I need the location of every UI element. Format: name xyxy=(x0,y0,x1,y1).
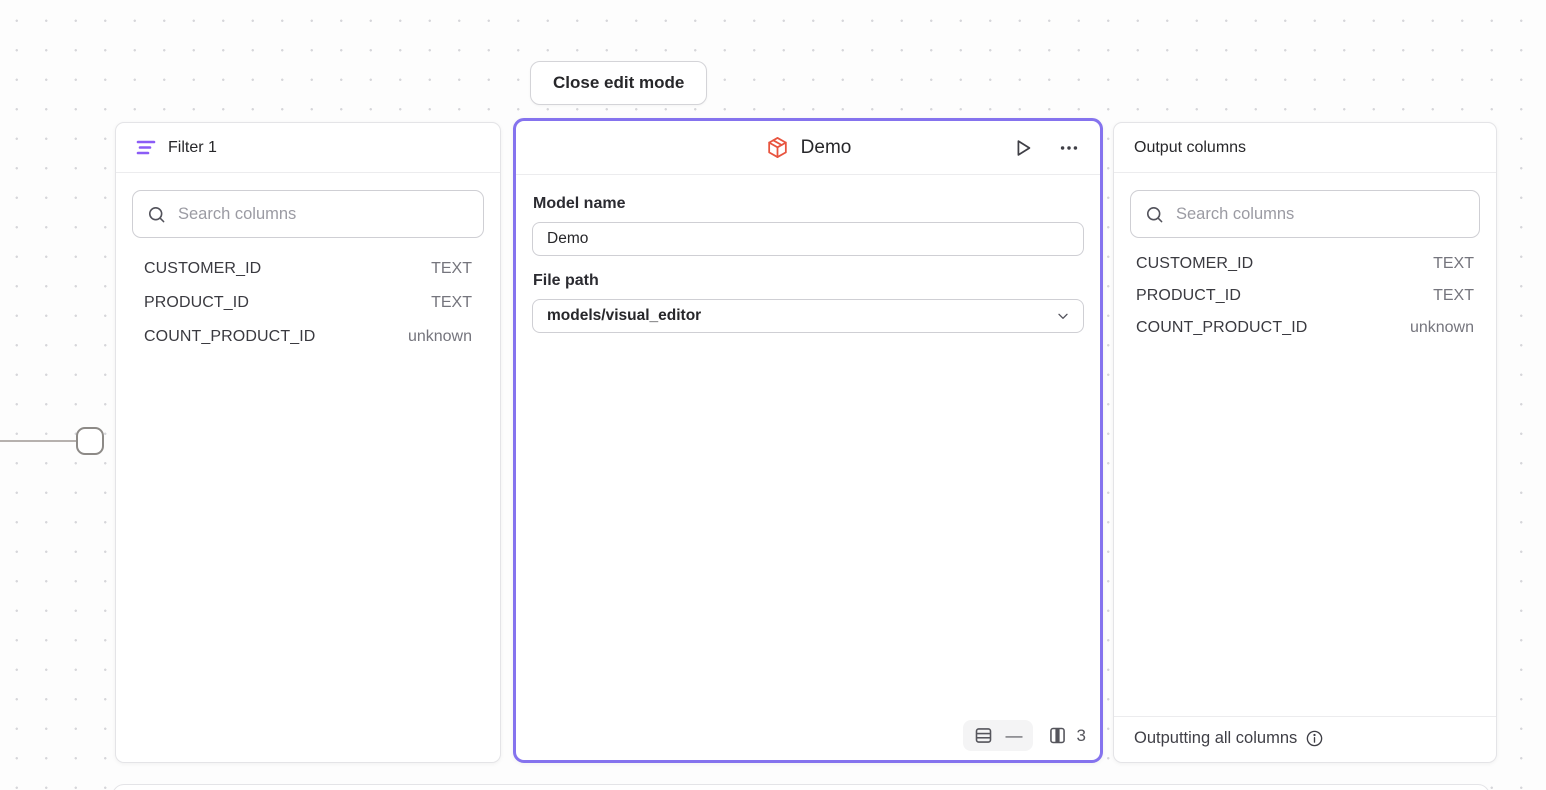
output-search-input[interactable] xyxy=(1176,204,1465,224)
column-name: CUSTOMER_ID xyxy=(1136,255,1254,272)
row-count-icon xyxy=(973,725,994,746)
chevron-down-icon xyxy=(1055,308,1071,324)
column-name: CUSTOMER_ID xyxy=(144,260,262,277)
file-path-label: File path xyxy=(533,272,599,289)
column-name: PRODUCT_ID xyxy=(1136,287,1242,304)
filter-column-list: CUSTOMER_ID TEXT PRODUCT_ID TEXT COUNT_P… xyxy=(116,246,500,354)
filter-search-input[interactable] xyxy=(178,204,469,224)
model-name-label: Model name xyxy=(533,195,626,212)
model-cube-icon xyxy=(765,135,790,160)
column-row[interactable]: PRODUCT_ID TEXT xyxy=(1126,280,1484,312)
model-stats-footer: — 3 xyxy=(962,720,1086,751)
column-row[interactable]: PRODUCT_ID TEXT xyxy=(128,286,488,320)
output-panel-header: Output columns xyxy=(1114,123,1496,173)
model-panel-title: Demo xyxy=(800,136,852,158)
column-row[interactable]: COUNT_PRODUCT_ID unknown xyxy=(128,320,488,354)
run-model-button[interactable] xyxy=(1010,135,1036,161)
close-edit-mode-button[interactable]: Close edit mode xyxy=(530,61,708,105)
row-count-value: — xyxy=(1005,725,1023,745)
column-count-stat[interactable]: 3 xyxy=(1047,725,1086,746)
column-row[interactable]: CUSTOMER_ID TEXT xyxy=(128,252,488,286)
filter-panel-header: Filter 1 xyxy=(116,123,500,173)
connector-handle[interactable] xyxy=(76,427,104,455)
model-panel-body: Model name File path models/visual_edito… xyxy=(516,175,1100,760)
column-type: TEXT xyxy=(431,294,472,311)
output-column-list: CUSTOMER_ID TEXT PRODUCT_ID TEXT COUNT_P… xyxy=(1114,246,1496,344)
model-panel-header: Demo xyxy=(516,121,1100,175)
output-footer: Outputting all columns xyxy=(1114,716,1496,762)
column-row[interactable]: CUSTOMER_ID TEXT xyxy=(1126,248,1484,280)
column-count-icon xyxy=(1047,725,1068,746)
column-type: TEXT xyxy=(431,260,472,277)
column-count-value: 3 xyxy=(1076,725,1086,745)
file-path-value: models/visual_editor xyxy=(547,307,702,324)
model-node-panel[interactable]: Demo Model name File path mod xyxy=(513,118,1103,763)
column-name: COUNT_PRODUCT_ID xyxy=(144,328,316,345)
search-icon xyxy=(1145,205,1164,224)
filter-search-box[interactable] xyxy=(132,190,484,238)
column-row[interactable]: COUNT_PRODUCT_ID unknown xyxy=(1126,312,1484,344)
output-footer-text: Outputting all columns xyxy=(1134,729,1298,747)
filter-lines-icon xyxy=(136,139,156,156)
output-search-box[interactable] xyxy=(1130,190,1480,238)
bottom-panel[interactable] xyxy=(112,784,1490,790)
search-icon xyxy=(147,205,166,224)
connector-edge xyxy=(0,440,77,442)
file-path-select[interactable]: models/visual_editor xyxy=(532,299,1084,333)
column-type: TEXT xyxy=(1433,287,1474,304)
column-name: PRODUCT_ID xyxy=(144,294,250,311)
column-type: unknown xyxy=(407,328,472,345)
more-options-button[interactable] xyxy=(1056,135,1082,161)
filter-node-panel[interactable]: Filter 1 CUSTOMER_ID TEXT PRODUCT_ID TEX… xyxy=(115,122,501,763)
column-type: unknown xyxy=(1409,319,1474,336)
ellipsis-icon xyxy=(1060,145,1078,150)
column-type: TEXT xyxy=(1433,255,1474,272)
column-name: COUNT_PRODUCT_ID xyxy=(1136,319,1308,336)
filter-panel-title: Filter 1 xyxy=(168,138,217,156)
play-icon xyxy=(1017,139,1031,156)
output-columns-panel[interactable]: Output columns CUSTOMER_ID TEXT PRODUCT_… xyxy=(1113,122,1497,763)
row-count-stat[interactable]: — xyxy=(962,720,1033,751)
output-panel-title: Output columns xyxy=(1134,138,1247,156)
model-name-input[interactable] xyxy=(532,222,1084,256)
info-icon[interactable] xyxy=(1305,729,1324,748)
